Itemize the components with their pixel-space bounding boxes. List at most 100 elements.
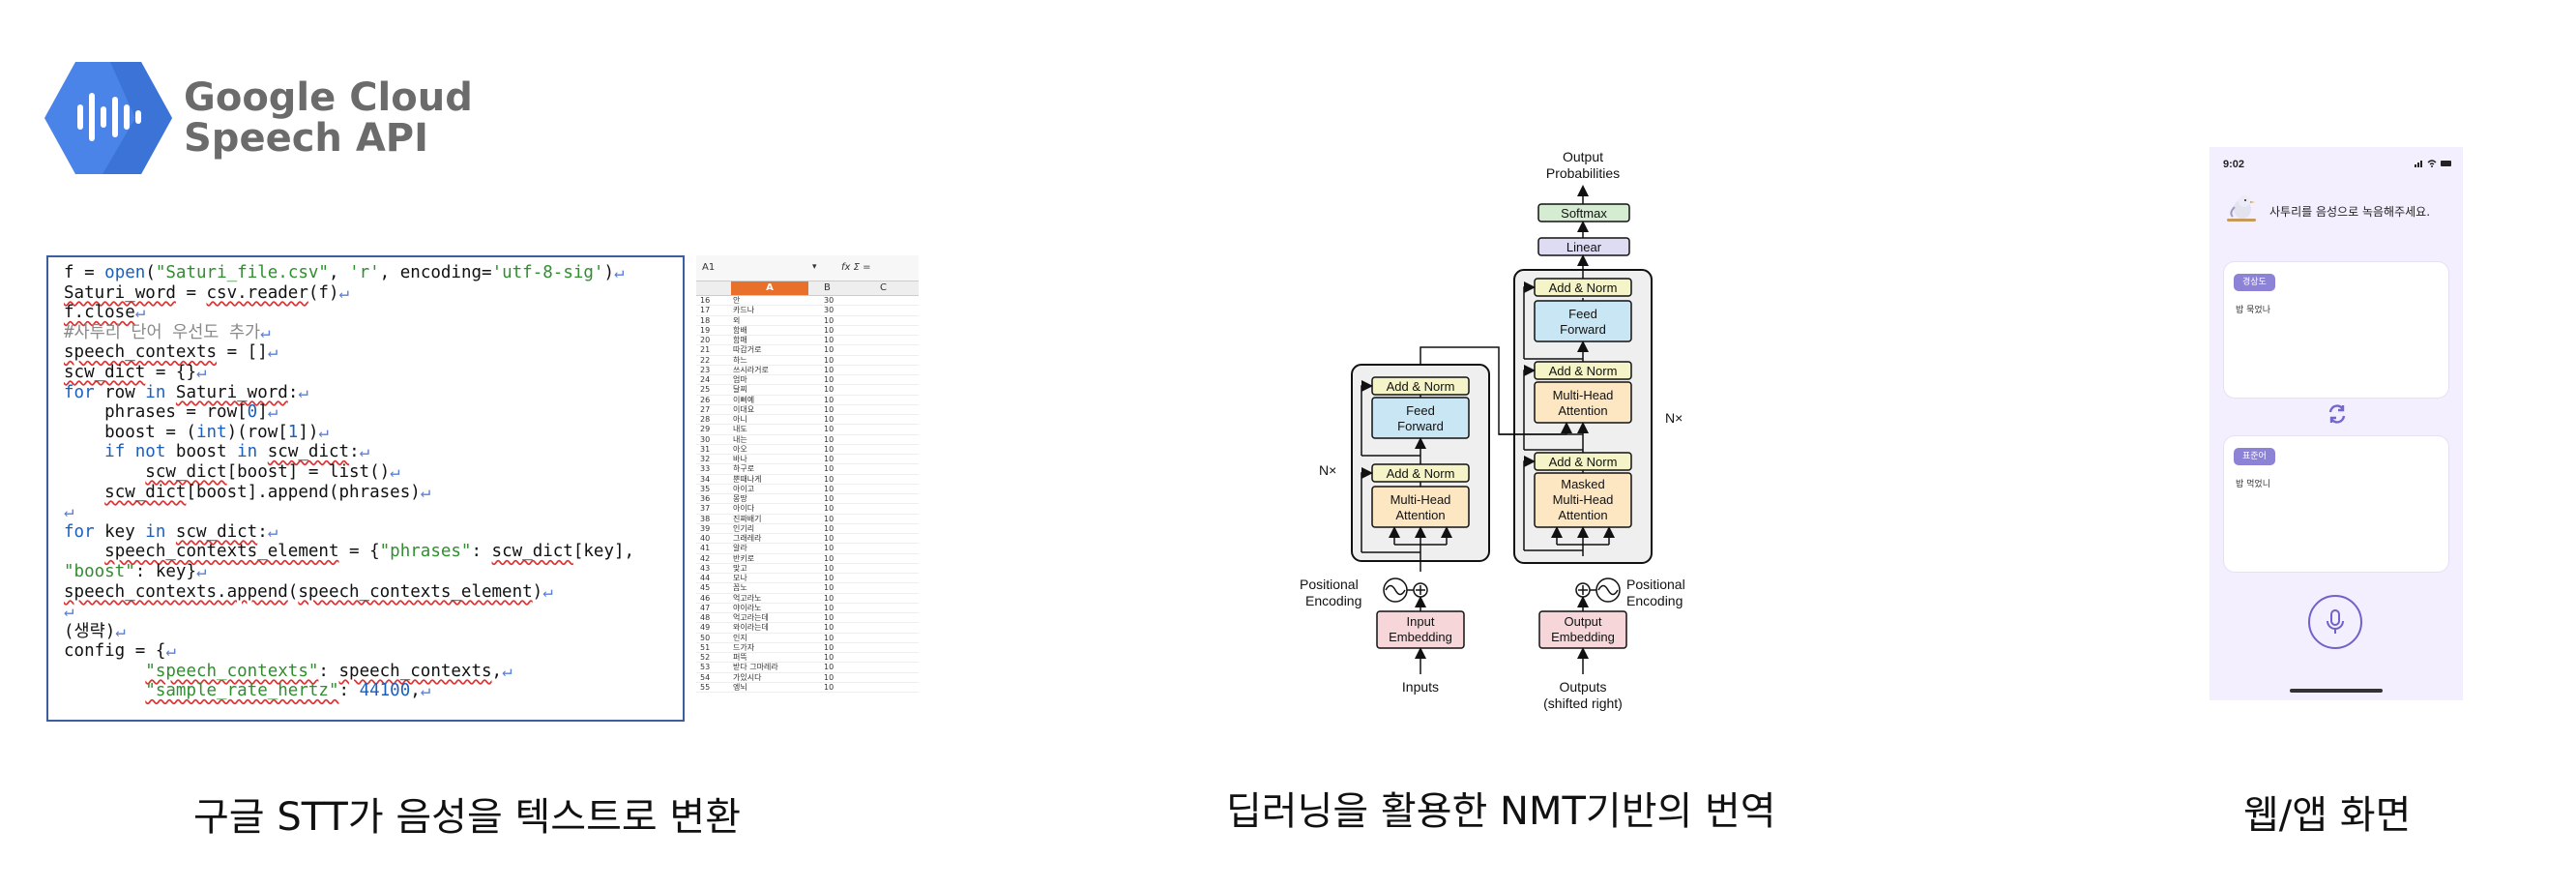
code-token: if not <box>104 442 166 462</box>
sheet-cell: 몽땅 <box>733 494 747 503</box>
input-embedding-line1: Input <box>1407 614 1435 629</box>
sheet-cell: 10 <box>824 514 834 523</box>
decoder-ff-line2: Forward <box>1560 322 1606 337</box>
input-embedding-line2: Embedding <box>1389 630 1452 644</box>
sheet-cell: 10 <box>824 444 834 454</box>
bird-mascot-icon <box>2227 195 2256 222</box>
code-token: ↵ <box>115 621 126 641</box>
encoder-mha-line1: Multi-Head <box>1390 492 1451 507</box>
sheet-cell: 10 <box>824 315 834 325</box>
code-token: phrases = row[ <box>64 402 248 423</box>
sheet-cell: 함배 <box>733 325 747 335</box>
sheet-cell: 그래레라 <box>733 534 762 543</box>
code-token: speech_contexts_element <box>298 581 533 602</box>
sheet-cell: 안 <box>733 296 741 305</box>
code-token: in <box>145 382 166 402</box>
sheet-cell: 21 <box>700 345 711 355</box>
code-token: ↵ <box>267 402 278 423</box>
sheet-cell: 인지 <box>733 633 747 642</box>
code-token: ↵ <box>267 342 278 363</box>
logo-line1: Google Cloud <box>184 75 473 120</box>
standard-chip[interactable]: 표준어 <box>2234 448 2275 465</box>
sheet-cell: 44 <box>700 574 711 582</box>
code-token <box>165 522 176 542</box>
sheet-cell: 10 <box>824 494 834 503</box>
code-token: ↵ <box>420 482 431 502</box>
code-token: : key} <box>134 561 196 581</box>
sheet-cell: 10 <box>824 682 834 692</box>
outputs-label-line2: (shifted right) <box>1543 696 1623 711</box>
sheet-cell: 가있시다 <box>733 672 762 682</box>
code-line: (생략)↵ <box>64 622 683 642</box>
decoder-positional-line2: Encoding <box>1626 593 1683 608</box>
standard-text: 밥 먹었니 <box>2236 480 2270 489</box>
sheet-cell: 인기리 <box>733 523 755 533</box>
sheet-cell: 10 <box>824 633 834 642</box>
sheet-cell: 10 <box>824 623 834 633</box>
code-token: ]) <box>298 422 319 442</box>
column-header-c: C <box>880 282 887 293</box>
sheet-cell: 10 <box>824 653 834 662</box>
code-token: "speech_contexts" <box>145 661 319 681</box>
code-token: ) <box>532 581 543 602</box>
code-token: , <box>328 263 350 282</box>
sheet-cell: 41 <box>700 544 711 553</box>
code-token: : <box>287 382 299 402</box>
code-token: 1 <box>287 422 299 442</box>
swap-refresh-icon[interactable] <box>2326 402 2349 426</box>
sheet-cell: 하느 <box>733 355 747 365</box>
sheet-cell: 반키로 <box>733 553 755 563</box>
code-line: scw_dict[boost].append(phrases)↵ <box>64 483 683 503</box>
sheet-cell: 54 <box>700 672 711 682</box>
code-token: #사투리 단어 우선도 추가 <box>64 322 261 342</box>
code-token: in <box>237 442 258 462</box>
code-token: ↵ <box>64 502 74 522</box>
sheet-cell: 51 <box>700 642 711 652</box>
code-token: scw_dict <box>491 542 573 562</box>
code-token: "sample_rate_hertz" <box>145 681 339 701</box>
code-token: [boost].append(phrases) <box>186 482 421 502</box>
sheet-cell: 10 <box>824 375 834 384</box>
code-token: ↵ <box>338 282 350 303</box>
dialect-chip[interactable]: 경상도 <box>2234 274 2275 291</box>
code-line: f = open("Saturi_file.csv", 'r', encodin… <box>64 263 683 283</box>
code-line: speech_contexts_element = {"phrases": sc… <box>64 542 683 562</box>
sheet-cell: 42 <box>700 553 711 563</box>
code-line: "boost": key}↵ <box>64 562 683 582</box>
microphone-icon <box>2327 609 2344 634</box>
code-token: ↵ <box>298 382 308 402</box>
code-token: ↵ <box>420 681 431 701</box>
code-token: = {} <box>145 362 196 382</box>
sheet-cell: 10 <box>824 355 834 365</box>
code-line: boost = (int)(row[1])↵ <box>64 423 683 443</box>
encoder-ff-line2: Forward <box>1397 419 1444 433</box>
code-token: , <box>491 661 503 681</box>
formula-icons: fx Σ = <box>841 262 871 273</box>
sheet-cell: 억고라노 <box>733 593 762 603</box>
sheet-cell: 53 <box>700 663 711 672</box>
code-token: speech_contexts_element <box>104 542 339 562</box>
mic-button[interactable] <box>2308 595 2362 649</box>
output-embedding-line1: Output <box>1564 614 1601 629</box>
sheet-cell: 48 <box>700 613 711 622</box>
encoder-add-norm-1-label: Add & Norm <box>1387 466 1455 481</box>
code-line: scw_dict[boost] = list()↵ <box>64 462 683 483</box>
sheet-cell: 엥뇌 <box>733 682 747 692</box>
sheet-cell: 10 <box>824 325 834 335</box>
column-header-b: B <box>824 282 831 293</box>
sheet-cell: 10 <box>824 603 834 612</box>
sheet-cell: 억고라는데 <box>733 613 769 622</box>
code-token: speech_contexts.append <box>64 581 288 602</box>
sheet-cell: 47 <box>700 603 711 612</box>
